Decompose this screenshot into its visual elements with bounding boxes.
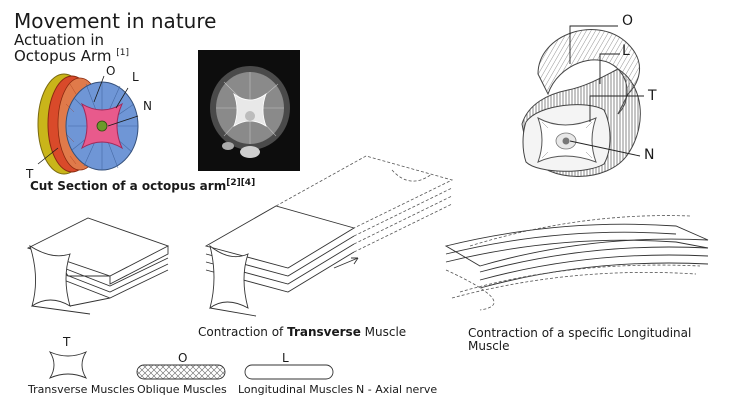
octopus-arm-micrograph: [198, 50, 300, 171]
octopus-arm-3d-model: [521, 25, 644, 177]
longitudinal-caption-line-1: Contraction of a specific Longitudinal: [468, 326, 692, 340]
cut-section-label-l: L: [132, 70, 139, 84]
legend-oblique-label: Oblique Muscles: [137, 383, 227, 396]
longitudinal-contraction-caption: Contraction of a specific Longitudinal M…: [468, 327, 691, 353]
transverse-contraction-diagram: [204, 155, 454, 317]
legend-transverse-label: Transverse Muscles: [28, 383, 135, 396]
transverse-contraction-caption: Contraction of Transverse Muscle: [198, 326, 406, 339]
cut-section-caption-text: Cut Section of a octopus arm: [30, 179, 227, 193]
cut-section-label-o: O: [106, 64, 116, 78]
longitudinal-caption-line-2: Muscle: [468, 339, 510, 353]
legend-oblique-letter: O: [178, 351, 188, 365]
octopus-cut-section-illustration: [37, 73, 139, 175]
subtitle-line-2-text: Octopus Arm: [14, 47, 112, 65]
cut-section-caption: Cut Section of a octopus arm[2][4]: [30, 178, 256, 193]
transverse-caption-prefix: Contraction of: [198, 325, 288, 339]
longitudinal-contraction-diagram: [444, 215, 709, 311]
legend-longitudinal-symbol: [244, 364, 334, 380]
cut-section-label-n: N: [143, 99, 152, 113]
model-label-l: L: [622, 43, 630, 59]
legend-axial-nerve-label: N - Axial nerve: [356, 383, 438, 396]
subtitle-line-1: Actuation in: [14, 31, 104, 49]
legend-longitudinal-letter: L: [282, 351, 289, 365]
model-label-o: O: [622, 13, 634, 29]
page-title: Movement in nature: [14, 9, 217, 33]
transverse-caption-bold: Transverse: [287, 325, 361, 339]
relaxed-muscle-bundle-diagram: [26, 217, 170, 315]
cut-section-caption-refs: [2][4]: [226, 178, 256, 188]
cut-section-label-t: T: [26, 167, 34, 181]
transverse-caption-suffix: Muscle: [360, 325, 407, 339]
subtitle-line-2: Octopus Arm [1]: [14, 48, 129, 64]
model-label-t: T: [648, 88, 657, 104]
model-label-n: N: [644, 147, 655, 163]
legend-oblique-symbol: [136, 364, 226, 380]
subtitle-reference: [1]: [116, 48, 130, 58]
legend-longitudinal-label: Longitudinal Muscles: [238, 383, 354, 396]
legend-transverse-symbol: [48, 351, 88, 379]
legend-transverse-letter: T: [63, 335, 71, 349]
